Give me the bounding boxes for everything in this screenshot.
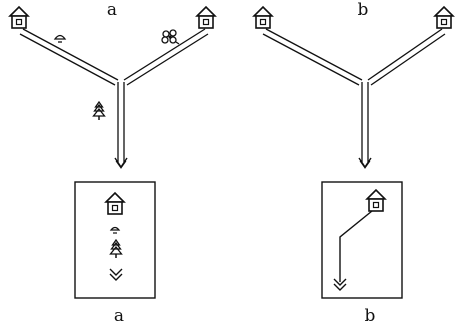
legend-box-a [74,181,156,299]
path-route-b [339,210,373,282]
double-chevron-icon [109,268,123,281]
arrow-head-icon [114,157,128,169]
house-icon [253,6,273,29]
tree-icon [109,239,123,259]
house-icon [196,6,216,29]
house-icon [9,6,29,29]
label-bottom-a: a [114,306,124,325]
arrow-head-icon [358,157,372,169]
house-icon [105,192,125,215]
label-top-b: b [358,0,369,20]
path-trunk [117,82,125,162]
hat-icon [53,34,67,43]
path-left-branch [19,28,119,86]
tree-icon [92,101,106,121]
label-top-a: a [107,0,117,20]
path-right-branch-b [367,28,446,86]
house-icon [434,6,454,29]
house-icon [366,189,386,212]
label-bottom-b: b [365,306,376,325]
path-right-branch [123,28,209,86]
legend-box-b [321,181,403,299]
hat-icon [109,226,121,234]
flower-icon [161,29,180,45]
path-trunk-b [361,82,369,162]
path-left-branch-b [262,28,363,86]
